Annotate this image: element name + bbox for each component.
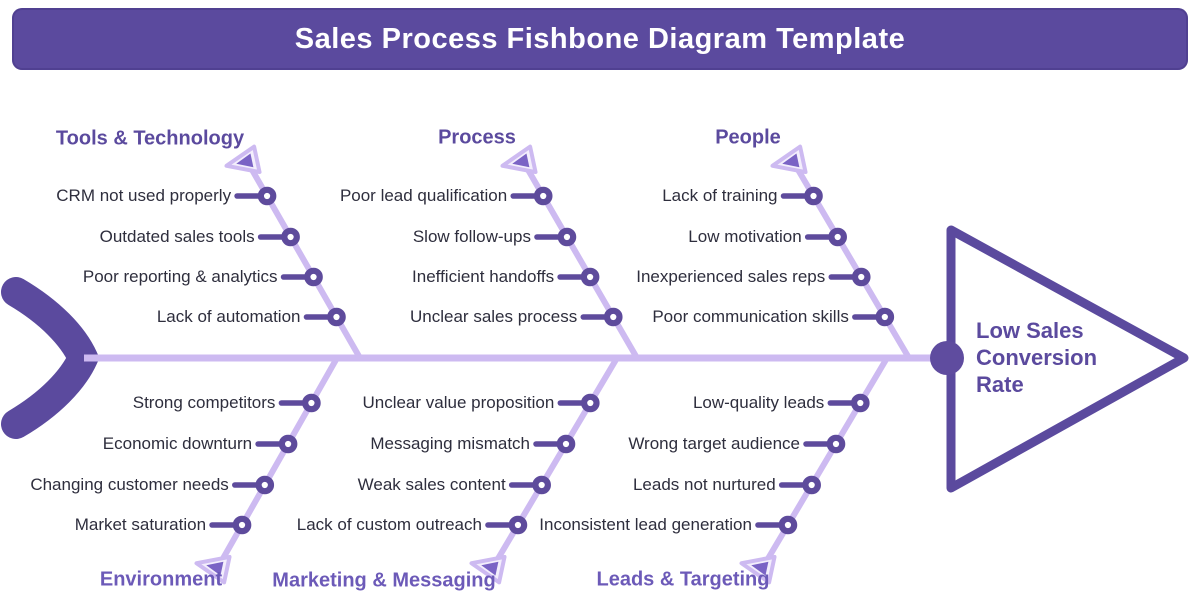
branch-arrowhead-icon [224,144,262,175]
branch-arrowhead-icon [770,144,808,175]
cause-label: Poor reporting & analytics [82,267,278,286]
arrowhead-inner [236,153,254,168]
cause-node [302,393,321,413]
cause-node [232,515,252,535]
cause-label: Inefficient handoffs [412,267,555,286]
cause-node [281,227,300,247]
branch-arrowhead-icon [194,554,232,585]
branch-label-process: Process [438,126,516,149]
cause-label: Economic downturn [102,434,253,453]
branch-arrowhead-icon [469,554,507,585]
branch-label-tools-technology: Tools & Technology [55,127,245,150]
cause-label: Unclear value proposition [362,393,555,412]
arrowhead-inner [206,561,224,576]
cause-label: Lack of training [662,186,778,205]
cause-node [257,186,277,206]
branch-arrowhead-icon [500,144,538,175]
cause-node [327,307,346,327]
cause-node [278,434,298,454]
cause-node [304,267,323,287]
cause-node [508,515,528,535]
cause-label: Market saturation [74,515,207,534]
branch-label-marketing-messaging: Marketing & Messaging [272,569,496,592]
cause-node [557,227,577,247]
branch-label-environment: Environment [99,568,223,591]
cause-node [533,186,553,206]
cause-node [851,393,870,413]
cause-node [255,475,275,495]
arrowhead-inner [481,561,499,576]
branch-label-people: People [715,126,781,149]
cause-label: Wrong target audience [628,434,800,453]
cause-label: Leads not nurtured [632,475,776,494]
cause-node [778,515,798,535]
title-bar: Sales Process Fishbone Diagram Template [12,8,1188,70]
cause-node [802,475,821,495]
cause-label: Poor communication skills [652,307,849,326]
cause-node [851,267,871,287]
cause-label: Low motivation [688,227,802,246]
branch-arrowhead-icon [739,554,777,585]
cause-node [556,434,576,454]
fish-tail-shape [1,277,100,439]
cause-label: Lack of automation [156,307,301,326]
branch-label-leads-targeting: Leads & Targeting [596,568,770,591]
cause-node [804,186,823,206]
cause-label: Lack of custom outreach [296,515,482,534]
cause-node [875,307,895,327]
cause-label: Low-quality leads [692,393,825,412]
cause-node [532,475,551,495]
cause-node [603,307,623,327]
diagram-title: Sales Process Fishbone Diagram Template [294,22,906,55]
cause-label: Slow follow-ups [412,227,531,246]
cause-label: Unclear sales process [410,307,578,326]
cause-label: Messaging mismatch [370,434,530,453]
cause-node [581,393,600,413]
cause-label: CRM not used properly [56,186,232,205]
effect-label: Low Sales Conversion Rate [976,317,1098,397]
head-junction-dot [930,341,964,375]
cause-node [826,434,846,454]
cause-node [828,227,847,247]
cause-label: Changing customer needs [30,475,229,494]
cause-node [580,267,600,287]
arrowhead-inner [751,561,769,576]
cause-label: Inconsistent lead generation [539,515,752,534]
cause-label: Poor lead qualification [339,186,508,205]
arrowhead-inner [512,153,530,168]
cause-label: Inexperienced sales reps [636,267,826,286]
cause-label: Outdated sales tools [99,227,255,246]
cause-label: Strong competitors [132,393,276,412]
arrowhead-inner [782,153,800,168]
cause-label: Weak sales content [357,475,506,494]
